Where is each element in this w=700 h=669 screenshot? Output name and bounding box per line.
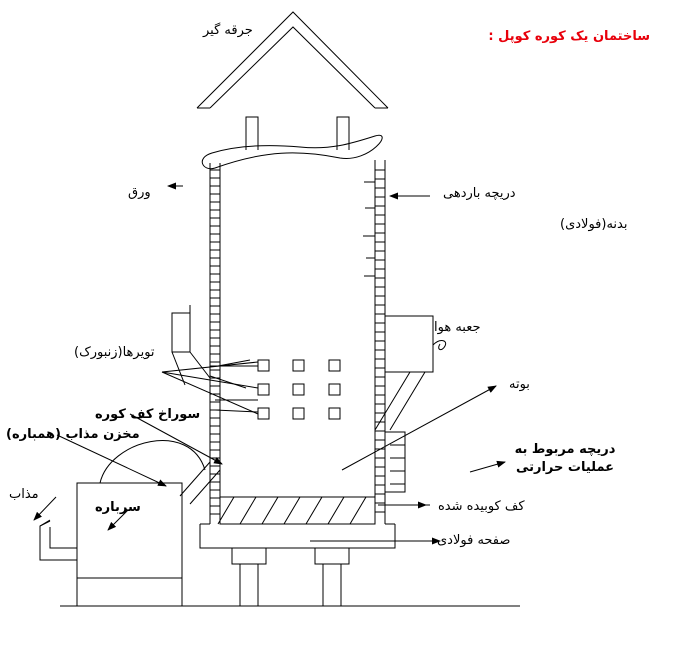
label-taphole: سوراخ کف کوره	[95, 407, 201, 422]
tuyere-hole	[292, 407, 305, 420]
furnace-legs	[231, 547, 350, 607]
label-steel-plate: صفحه فولادی	[437, 533, 511, 548]
tuyere-hole	[328, 407, 341, 420]
leader-arrows	[33, 182, 506, 545]
rammed-hatch-line	[239, 496, 257, 525]
tuyere-hole	[257, 359, 270, 372]
tuyere-hole	[328, 383, 341, 396]
base-plate	[199, 523, 396, 549]
tuyere-hole	[292, 383, 305, 396]
tuyere-hole	[257, 383, 270, 396]
label-spark-arrester: جرقه گیر	[203, 23, 253, 38]
right-lining-hatch	[363, 169, 385, 513]
label-steel-shell: بدنه(فولادی)	[560, 217, 628, 232]
taphole-spout	[179, 461, 221, 505]
rammed-bottom	[217, 496, 376, 525]
wind-box	[384, 315, 447, 373]
tuyere-openings	[257, 359, 341, 420]
tuyere-ducts	[209, 365, 259, 413]
rammed-hatch-line	[327, 496, 345, 525]
label-crucible: بوته	[509, 377, 530, 392]
hot-work-door	[384, 431, 406, 493]
label-molten-metal: مذاب	[9, 487, 39, 502]
diagram-title: ساختمان یک کوره کوپل :	[488, 29, 650, 44]
left-air-box	[171, 305, 211, 386]
label-forehearth: مخزن مذاب (همباره)	[6, 427, 140, 442]
chimney-posts	[245, 116, 350, 150]
tuyere-hole	[328, 359, 341, 372]
rammed-hatch-line	[261, 496, 279, 525]
label-tuyeres: تویرها(زنبورک)	[74, 345, 155, 360]
spark-arrester-roof	[196, 11, 389, 109]
rammed-hatch-line	[283, 496, 301, 525]
rammed-hatch-line	[349, 496, 367, 525]
label-sheet: ورق	[128, 185, 151, 200]
label-hot-work-door: دریچه مربوط به عملیات حرارتی	[514, 442, 616, 475]
tuyere-hole	[257, 407, 270, 420]
rammed-hatch-line	[217, 496, 235, 525]
rammed-hatch-line	[305, 496, 323, 525]
tuyere-hole	[292, 359, 305, 372]
right-duct	[374, 371, 426, 431]
forehearth	[39, 440, 206, 607]
label-slag: سرباره	[95, 500, 141, 515]
label-wind-box: جعبه هوا	[434, 320, 481, 335]
furnace-walls	[209, 160, 386, 524]
stack-top-curve	[201, 134, 383, 170]
label-rammed-bottom: کف کوبیده شده	[438, 499, 525, 514]
label-charging-door: دریچه باردهی	[443, 186, 516, 201]
